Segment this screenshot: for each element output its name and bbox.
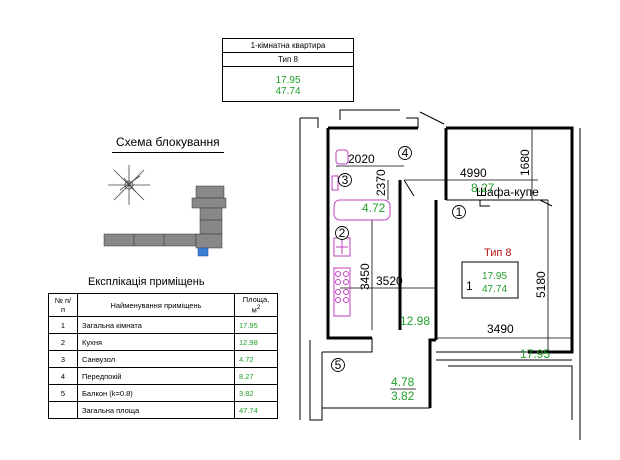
dim-2370: 2370	[374, 169, 388, 196]
dim-5180: 5180	[534, 271, 548, 298]
area-hall: 8.27	[471, 181, 495, 195]
col-area-header: Площа, м2	[234, 293, 278, 317]
header-total-area: 47.74	[275, 86, 301, 97]
dim-1680: 1680	[518, 149, 532, 176]
col-area-sup: 2	[256, 304, 261, 312]
room-marker-1	[452, 205, 466, 219]
col-area-label: Площа, м	[242, 295, 270, 315]
header-areas: 17.95 47.74	[223, 67, 353, 97]
room-markers	[331, 146, 466, 372]
dimension-lines	[336, 128, 572, 352]
type-box-title: Тип 8	[484, 247, 512, 259]
top-right-wall	[446, 126, 574, 354]
area-kitchen: 12.98	[400, 314, 430, 328]
apartment-header-box: 1-кімнатна квартира Тип 8 17.95 47.74	[222, 38, 354, 102]
type-box-living: 17.95	[482, 271, 507, 282]
explication-table: № п/п Найменування приміщень Площа, м2 1…	[48, 293, 278, 419]
area-balcony-gross: 4.78	[391, 375, 415, 389]
scheme-title: Схема блокування	[116, 135, 220, 149]
dim-4990: 4990	[460, 166, 487, 180]
dim-3450: 3450	[358, 263, 372, 290]
type-box	[461, 261, 519, 299]
header-living-area: 17.95	[275, 75, 301, 86]
col-name-header: Найменування приміщень	[77, 293, 235, 317]
type-box-number: 1	[466, 279, 473, 293]
door-swing	[419, 111, 445, 125]
sink-fixture	[331, 175, 339, 191]
bathtub-fixture	[333, 199, 391, 221]
room-num-2: 2	[339, 226, 346, 240]
left-wall	[326, 128, 372, 340]
room-marker-5	[331, 358, 345, 372]
stove-fixture	[333, 267, 351, 317]
apartment-label: 1-кімнатна квартира	[223, 39, 353, 53]
plan-thin-lines	[299, 109, 581, 440]
area-bath: 4.72	[362, 201, 386, 215]
room-num-3: 3	[342, 173, 349, 187]
plumbing-fixtures	[331, 149, 391, 317]
room-num-1: 1	[456, 205, 463, 219]
room-marker-2	[335, 226, 349, 240]
room-marker-4	[398, 146, 412, 160]
area-living: 17.95	[520, 347, 550, 361]
dim-3490: 3490	[487, 322, 514, 336]
dim-2020: 2020	[348, 152, 375, 166]
scheme-title-underline	[112, 152, 224, 153]
room-num-5: 5	[335, 358, 342, 372]
block-scheme-sketch	[103, 165, 227, 257]
room-num-4: 4	[402, 146, 409, 160]
closet-label: Шафа-купе	[476, 185, 539, 199]
explication-title: Експлікація приміщень	[88, 276, 205, 288]
compass-rose	[108, 165, 150, 205]
table-header-row: № п/п Найменування приміщень Площа, м2	[48, 293, 278, 317]
type-box-total: 47.74	[482, 284, 507, 295]
balcony-right-wall	[428, 338, 436, 408]
total-area: 47.74	[234, 401, 278, 419]
toilet-fixture	[335, 149, 349, 165]
room-marker-3	[338, 173, 352, 187]
apartment-type: Тип 8	[223, 53, 353, 67]
highlighted-section	[197, 247, 209, 257]
dim-3520: 3520	[376, 274, 403, 288]
area-balcony: 3.82	[391, 389, 415, 403]
building-blocks	[103, 185, 227, 249]
